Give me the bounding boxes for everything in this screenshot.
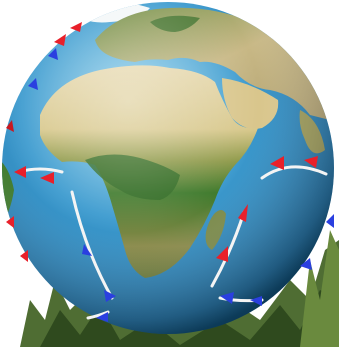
cold-current-arrow — [28, 78, 38, 90]
cold-current-arrow — [250, 296, 262, 306]
cold-current-arrow — [326, 214, 334, 228]
warm-current-arrow — [40, 172, 54, 184]
current-arrows — [6, 22, 334, 322]
cold-current-arrow — [48, 48, 58, 60]
cold-current-arrow — [220, 292, 234, 304]
warm-current-arrow — [54, 34, 66, 46]
current-line — [70, 190, 114, 300]
current-line — [86, 310, 110, 320]
cold-current-arrow — [96, 312, 108, 322]
warm-current-arrow — [14, 166, 26, 178]
current-line — [260, 165, 328, 180]
warm-current-arrow — [304, 156, 318, 168]
warm-current-arrow — [270, 156, 284, 170]
warm-current-arrow — [6, 120, 14, 132]
warm-current-arrow — [70, 22, 82, 32]
cold-current-arrow — [82, 244, 92, 256]
cold-current-arrow — [104, 290, 116, 302]
cold-current-arrow — [300, 258, 312, 270]
warm-current-arrow — [238, 204, 248, 222]
warm-current-arrow — [6, 216, 14, 228]
warm-current-arrow — [20, 250, 28, 262]
warm-current-arrow — [216, 246, 228, 262]
